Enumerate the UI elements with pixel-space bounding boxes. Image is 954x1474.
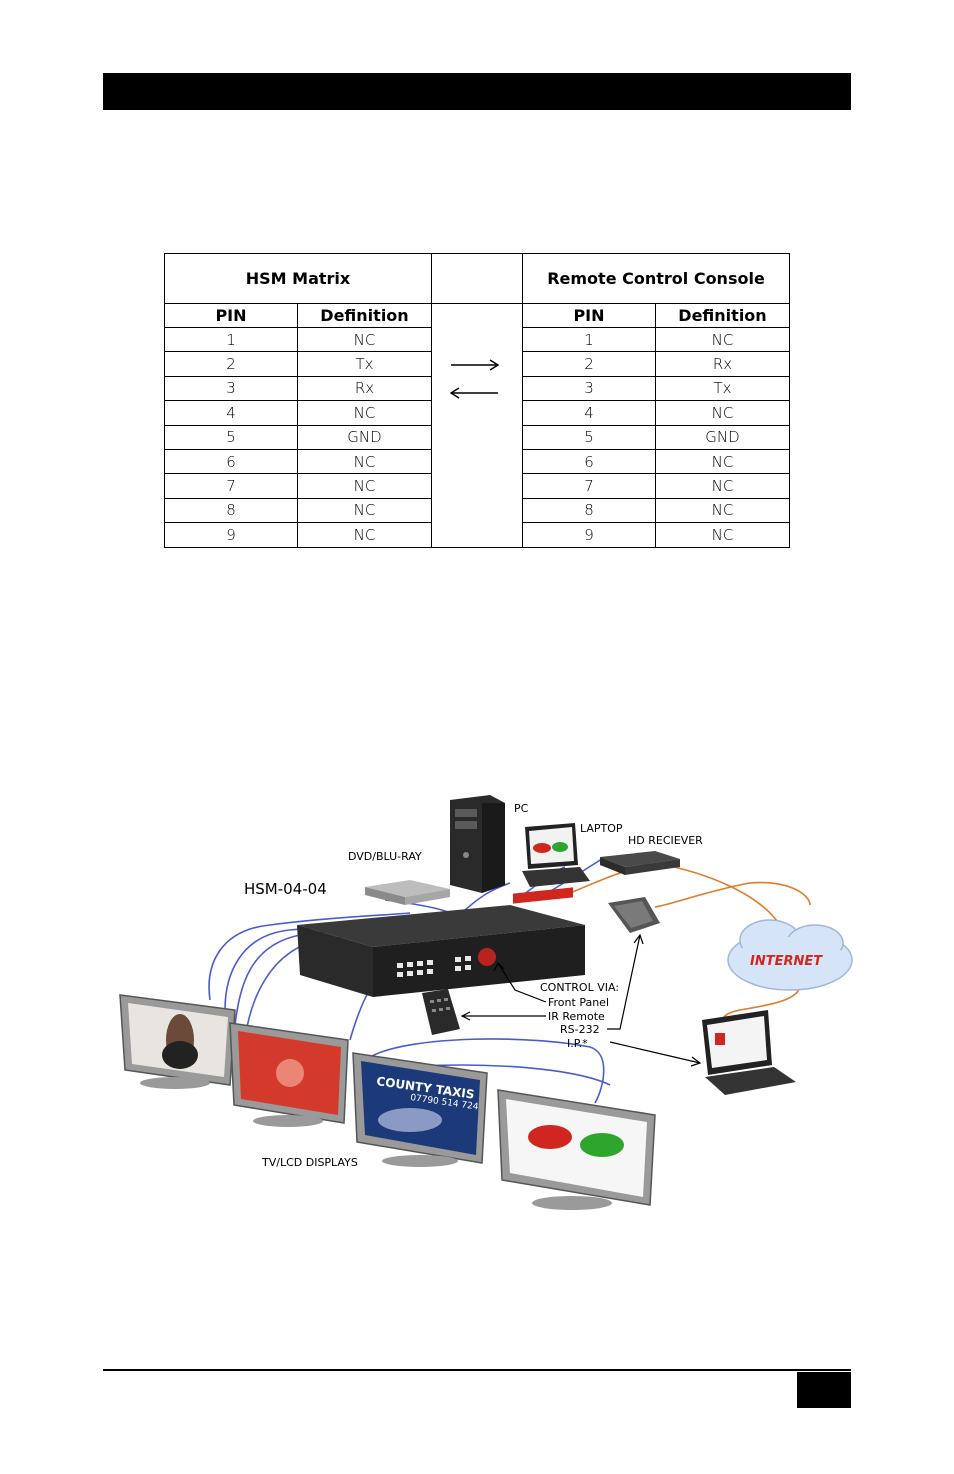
left-pin: 5 [164,424,298,450]
left-pin: 7 [164,473,298,499]
touch-panel-icon [608,897,660,933]
right-def: NC [655,400,790,426]
right-def: Tx [655,375,790,402]
left-def: GND [297,424,432,450]
hsm-label: HSM-04-04 [244,880,327,898]
left-pin: 8 [164,497,298,524]
left-def: Tx [297,351,432,377]
left-def: NC [297,400,432,426]
right-pin: 4 [522,400,656,426]
right-pin-header: PIN [522,303,656,328]
laptop-right-icon [702,1010,796,1095]
left-pin: 2 [164,351,298,377]
tv-display-1-icon [119,994,236,1089]
right-pin: 7 [522,473,656,499]
hsm-matrix-title: HSM Matrix [164,253,432,304]
hsm-rack-icon [297,887,585,997]
ir-remote-icon [422,989,460,1035]
pc-tower-icon [450,795,505,893]
dvd-player-icon [365,880,450,905]
control-item-ir-remote: IR Remote [548,1010,605,1023]
hd-receiver-icon [600,851,680,875]
dvd-label: DVD/BLU-RAY [348,850,422,863]
right-def: Rx [655,351,790,377]
right-arrow-icon [451,359,500,371]
right-def: NC [655,473,790,499]
right-def: NC [655,448,790,475]
right-definition-header: Definition [655,303,790,328]
tv-display-2-icon [229,1022,349,1127]
laptop-top-icon [522,823,590,887]
tv-display-3-icon [352,1052,488,1167]
system-diagram: PC LAPTOP HD RECIEVER DVD/BLU-RAY HSM-04… [119,795,853,1210]
right-pin: 3 [522,375,656,402]
control-item-ip: I.P.* [567,1037,588,1050]
tv-displays-label: TV/LCD DISPLAYS [261,1156,358,1169]
direction-arrows-cell [431,303,523,548]
left-definition-header: Definition [297,303,432,328]
left-pin: 3 [164,375,298,402]
left-pin: 6 [164,448,298,475]
internet-cloud-icon [727,919,853,991]
hd-receiver-label: HD RECIEVER [628,834,703,847]
left-pin: 4 [164,400,298,426]
control-arrows [460,933,702,1067]
left-pin: 9 [164,522,298,548]
left-def: NC [297,326,432,353]
right-pin: 5 [522,424,656,450]
left-def: NC [297,497,432,524]
control-title: CONTROL VIA: [540,981,619,994]
laptop-label: LAPTOP [580,822,623,835]
control-item-rs232: RS-232 [560,1023,600,1036]
header-bar [103,73,851,110]
right-pin: 9 [522,522,656,548]
left-def: NC [297,473,432,499]
right-def: GND [655,424,790,450]
right-def: NC [655,522,790,548]
pin-table: HSM Matrix Remote Control Console PIN De… [164,253,790,548]
page-number-box [797,1372,851,1408]
left-def: NC [297,448,432,475]
left-pin-header: PIN [164,303,298,328]
right-pin: 2 [522,351,656,377]
right-pin: 8 [522,497,656,524]
pc-label: PC [514,802,529,815]
left-pin: 1 [164,326,298,353]
left-def: Rx [297,375,432,402]
left-arrow-icon [449,387,498,399]
internet-label: INTERNET [750,954,823,969]
right-pin: 6 [522,448,656,475]
footer-rule [103,1369,851,1371]
control-item-front-panel: Front Panel [548,996,609,1009]
right-def: NC [655,497,790,524]
left-def: NC [297,522,432,548]
direction-arrows [449,359,500,399]
blank-title-cell [431,253,523,304]
right-pin: 1 [522,326,656,353]
right-def: NC [655,326,790,353]
remote-console-title: Remote Control Console [522,253,790,304]
tv-display-4-icon [497,1089,656,1210]
